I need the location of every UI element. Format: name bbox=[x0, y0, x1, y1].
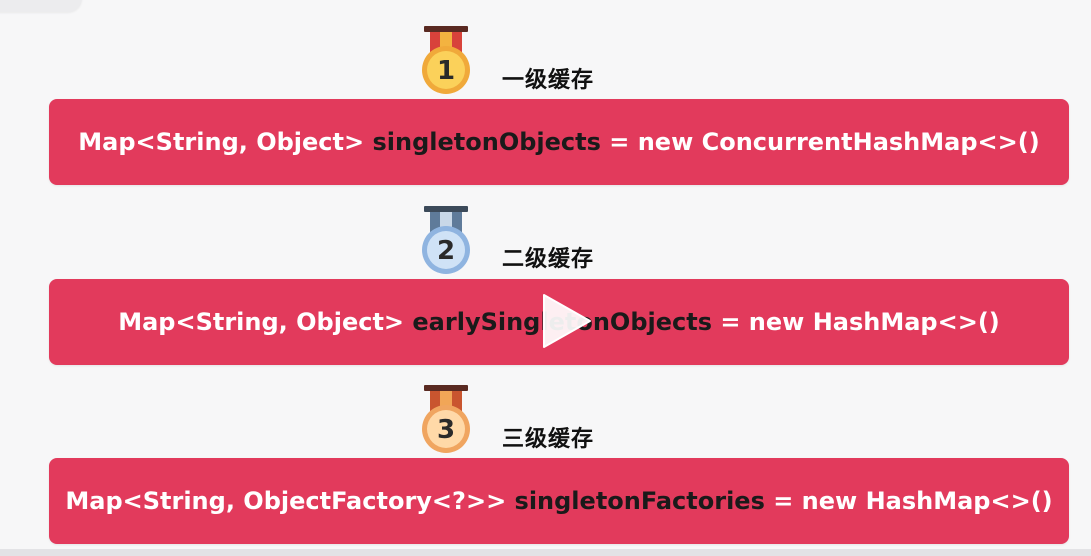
code-line-1: Map<String, Object> singletonObjects = n… bbox=[78, 128, 1039, 156]
code-prefix: Map<String, Object> bbox=[118, 308, 413, 336]
medal-silver-icon: 2 bbox=[420, 204, 472, 274]
code-prefix: Map<String, Object> bbox=[78, 128, 373, 156]
medal-bronze-icon: 3 bbox=[420, 383, 472, 453]
code-variable: singletonObjects bbox=[372, 128, 601, 156]
code-line-3: Map<String, ObjectFactory<?>> singletonF… bbox=[65, 487, 1052, 515]
corner-tab bbox=[0, 0, 82, 12]
level-title-2: 二级缓存 bbox=[502, 247, 595, 272]
code-suffix: = new HashMap<>() bbox=[764, 487, 1053, 515]
level-title-3: 三级缓存 bbox=[502, 427, 595, 452]
bottom-strip bbox=[0, 549, 1091, 556]
code-prefix: Map<String, ObjectFactory<?>> bbox=[65, 487, 515, 515]
medal-number-2: 2 bbox=[437, 236, 455, 266]
play-icon bbox=[543, 294, 591, 348]
code-bar-3: Map<String, ObjectFactory<?>> singletonF… bbox=[49, 458, 1069, 544]
medal-number-1: 1 bbox=[437, 56, 455, 86]
medal-number-3: 3 bbox=[437, 415, 455, 445]
code-suffix: = new ConcurrentHashMap<>() bbox=[600, 128, 1040, 156]
medal-gold-icon: 1 bbox=[420, 24, 472, 94]
play-button[interactable] bbox=[536, 291, 596, 351]
level-title-1: 一级缓存 bbox=[502, 68, 595, 93]
code-suffix: = new HashMap<>() bbox=[711, 308, 1000, 336]
code-variable: singletonFactories bbox=[514, 487, 765, 515]
code-bar-1: Map<String, Object> singletonObjects = n… bbox=[49, 99, 1069, 185]
